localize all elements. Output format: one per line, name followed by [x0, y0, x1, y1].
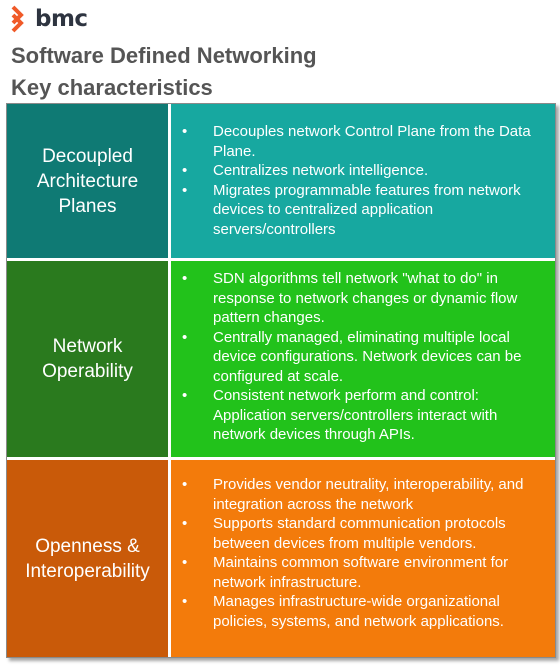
bullet-item: Decouples network Control Plane from the…	[179, 122, 547, 161]
bullet-item: Supports standard communication protocol…	[179, 514, 547, 553]
bullet-item: Manages infrastructure-wide organization…	[179, 592, 547, 631]
logo-text: bmc	[35, 6, 88, 32]
bullet-item: Migrates programmable features from netw…	[179, 181, 547, 240]
row-body: Decouples network Control Plane from the…	[171, 104, 555, 258]
bmc-logo[interactable]: bmc	[10, 4, 88, 34]
row-body: Provides vendor neutrality, interoperabi…	[171, 460, 555, 657]
table-row: Decoupled Architecture Planes Decouples …	[7, 104, 555, 258]
page-subtitle: Key characteristics	[11, 75, 213, 100]
row-body: SDN algorithms tell network "what to do"…	[171, 261, 555, 457]
row-label: Decoupled Architecture Planes	[7, 104, 171, 258]
row-label: Openness & Interoperability	[7, 460, 171, 657]
bullet-item: Centrally managed, eliminating multiple …	[179, 328, 547, 387]
characteristics-table: Decoupled Architecture Planes Decouples …	[6, 103, 556, 658]
bmc-chevron-logo-icon	[11, 5, 24, 33]
bullet-item: SDN algorithms tell network "what to do"…	[179, 269, 547, 328]
bullet-item: Maintains common software environment fo…	[179, 553, 547, 592]
bullet-list: Decouples network Control Plane from the…	[179, 122, 547, 239]
bullet-item: Centralizes network intelligence.	[179, 161, 547, 181]
page-title: Software Defined Networking	[11, 43, 317, 68]
bullet-list: Provides vendor neutrality, interoperabi…	[179, 475, 547, 631]
bullet-item: Consistent network perform and control: …	[179, 386, 547, 445]
table-row: Openness & Interoperability Provides ven…	[7, 457, 555, 657]
bullet-list: SDN algorithms tell network "what to do"…	[179, 269, 547, 445]
row-label: Network Operability	[7, 261, 171, 457]
bullet-item: Provides vendor neutrality, interoperabi…	[179, 475, 547, 514]
table-row: Network Operability SDN algorithms tell …	[7, 258, 555, 457]
